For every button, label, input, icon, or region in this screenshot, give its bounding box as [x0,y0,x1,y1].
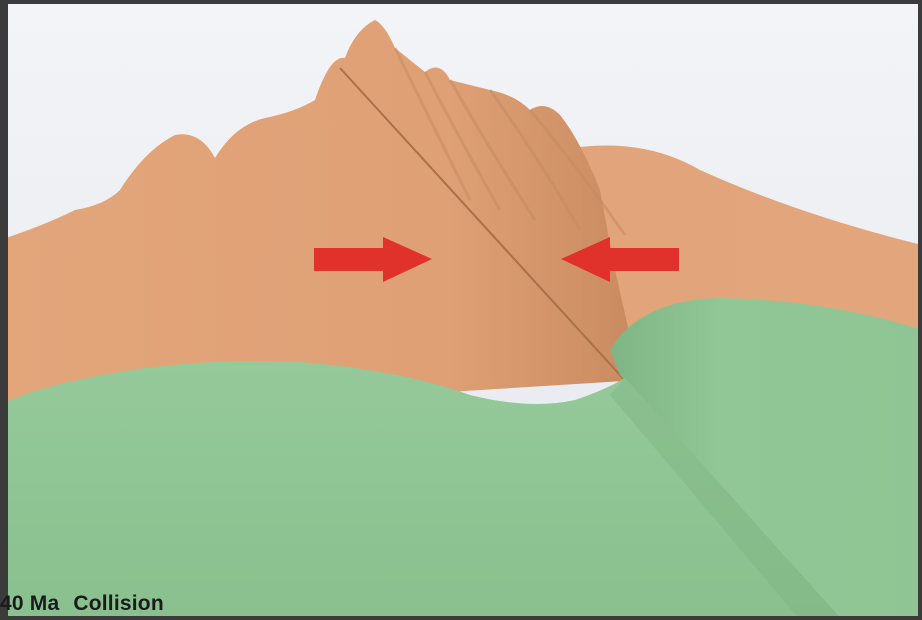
frame-right [918,0,922,620]
frame-left [0,0,8,620]
frame-top [0,0,922,4]
caption: 40 Ma Collision [0,592,164,616]
caption-event: Collision [73,592,163,616]
caption-age: 40 Ma [0,592,59,616]
frame-bottom [0,616,922,620]
